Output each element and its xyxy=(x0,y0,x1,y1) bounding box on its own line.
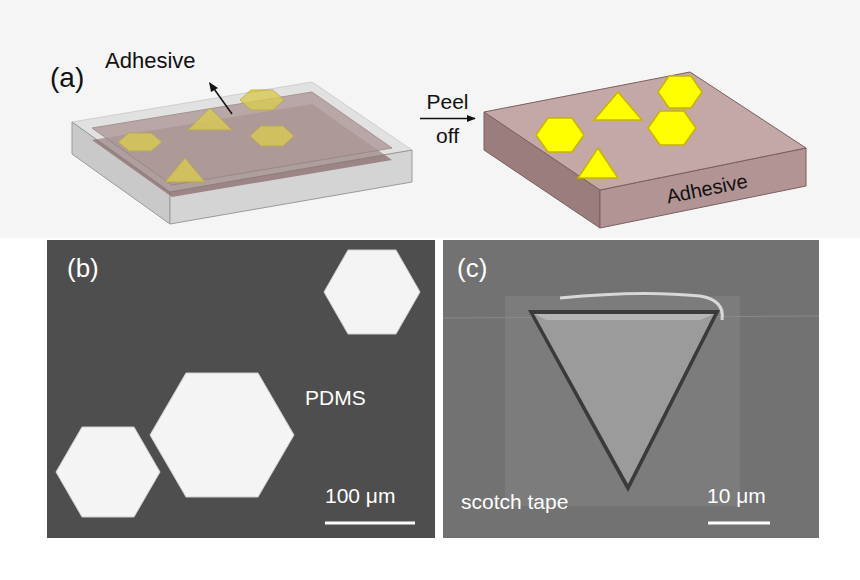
left-sample-stack xyxy=(72,82,412,224)
pdms-sem-image xyxy=(47,240,435,538)
sem-panel: (c) scotch tape 10 μm xyxy=(443,240,819,538)
panel-letter: (b) xyxy=(67,254,99,284)
leader-line xyxy=(212,86,232,114)
adhesive-label: Adhesive xyxy=(105,48,196,73)
sem-panel: (b) PDMS 100 μm xyxy=(47,240,435,538)
panel-a-ground xyxy=(0,0,860,238)
substrate-label: PDMS xyxy=(305,386,366,410)
panel-letter: (c) xyxy=(457,254,487,284)
left-sample-box: Adhesive xyxy=(60,28,420,233)
scotch-tape-sem-image xyxy=(443,240,819,538)
panel-letter: (a) xyxy=(50,62,84,94)
peel-arrow xyxy=(420,118,475,120)
right-sample-slab xyxy=(484,72,806,228)
right-sample-box: Adhesive xyxy=(475,28,815,233)
arrow-label: Peel off xyxy=(424,85,472,153)
scale-bar-label: 100 μm xyxy=(325,484,395,508)
scale-bar-label: 10 μm xyxy=(707,484,766,508)
leader-arrowhead xyxy=(209,82,218,92)
substrate-label: scotch tape xyxy=(461,490,568,514)
adhesive-label: Adhesive xyxy=(664,170,749,209)
